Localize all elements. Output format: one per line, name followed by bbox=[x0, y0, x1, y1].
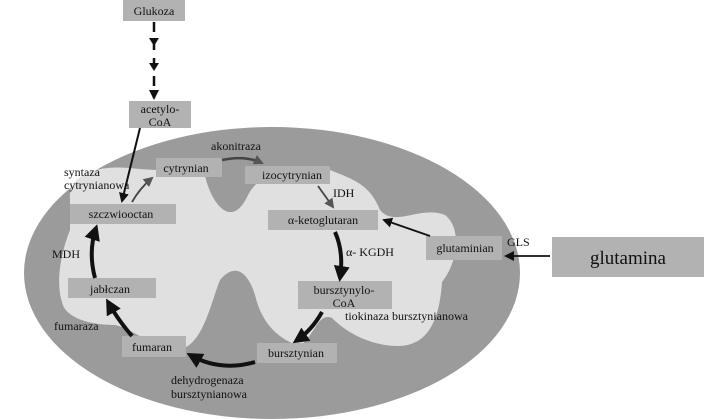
glukoza-label: Glukoza bbox=[134, 4, 175, 18]
acetylo-coa-label-1: acetylo- bbox=[141, 102, 180, 116]
bursztynylo-coa-box bbox=[298, 281, 392, 309]
dash-head-1 bbox=[149, 38, 159, 46]
glutaminian-to-ketoglutaran-arrow bbox=[382, 217, 431, 237]
izocytrynian-box bbox=[245, 166, 330, 184]
bursztynylo-coa-label-1: bursztynylo- bbox=[314, 283, 375, 297]
syntaza-label-2: cytrynianowa bbox=[64, 178, 130, 192]
szczawiooctan-to-cytrynian-arrow bbox=[131, 176, 154, 203]
kgdh-label: α- KGDH bbox=[346, 245, 394, 259]
idh-label: IDH bbox=[333, 186, 355, 200]
acetylo-coa-box bbox=[129, 101, 191, 128]
fumaraza-label: fumaraza bbox=[54, 319, 99, 333]
cytrynian-box bbox=[156, 158, 222, 177]
dehydrogenaza-label-1: dehydrogenaza bbox=[171, 373, 244, 387]
izocytrynian-to-ketoglutaran-arrow bbox=[317, 185, 335, 209]
tiokinaza-label: tiokinaza bursztynianowa bbox=[345, 309, 469, 323]
acetylo-coa-label-2: CoA bbox=[149, 115, 172, 129]
ketoglutaran-to-bursztynylo-arrow bbox=[333, 231, 350, 282]
gls-label: GLS bbox=[507, 235, 530, 249]
fumaran-label: fumaran bbox=[132, 340, 172, 354]
bursztynylo-coa-label-2: CoA bbox=[333, 296, 356, 310]
jablczan-label: jabłczan bbox=[89, 282, 130, 296]
bursztynian-box bbox=[257, 343, 337, 363]
glukoza-box bbox=[123, 0, 185, 21]
bursztynian-label: bursztynian bbox=[268, 346, 324, 360]
cytrynian-label: cytrynian bbox=[163, 161, 208, 175]
akonitaza-label: akonitraza bbox=[211, 139, 262, 153]
cytrynian-to-izocytrynian-arrow bbox=[221, 155, 264, 165]
fumaran-box bbox=[122, 336, 186, 357]
glutaminian-label: glutaminian bbox=[436, 241, 493, 255]
dehydrogenaza-label-2: bursztynianowa bbox=[171, 387, 248, 401]
syntaza-label-1: syntaza bbox=[64, 165, 101, 179]
glutamina-label: glutamina bbox=[590, 248, 667, 269]
jablczan-box bbox=[68, 278, 156, 298]
szczawiooctan-label: szczwiooctan bbox=[89, 207, 154, 221]
mdh-label: MDH bbox=[52, 247, 80, 261]
glutaminian-box bbox=[426, 236, 502, 260]
glutamina-box bbox=[552, 237, 704, 277]
fumaran-to-jablczan-arrow bbox=[106, 298, 134, 338]
bursztynylo-to-bursztynian-arrow bbox=[292, 311, 324, 344]
szczawiooctan-box bbox=[70, 204, 176, 224]
jablczan-to-szczawiooctan-arrow bbox=[84, 224, 100, 279]
acetylo-to-szczawiooctan-arrow bbox=[119, 127, 141, 203]
alfa-ketoglutaran-label: α-ketoglutaran bbox=[288, 213, 358, 227]
alfa-ketoglutaran-box bbox=[268, 210, 378, 230]
bursztynian-to-fumaran-arrow bbox=[186, 353, 256, 368]
izocytrynian-label: izocytrynian bbox=[262, 168, 322, 182]
dash-head-2 bbox=[149, 63, 159, 71]
